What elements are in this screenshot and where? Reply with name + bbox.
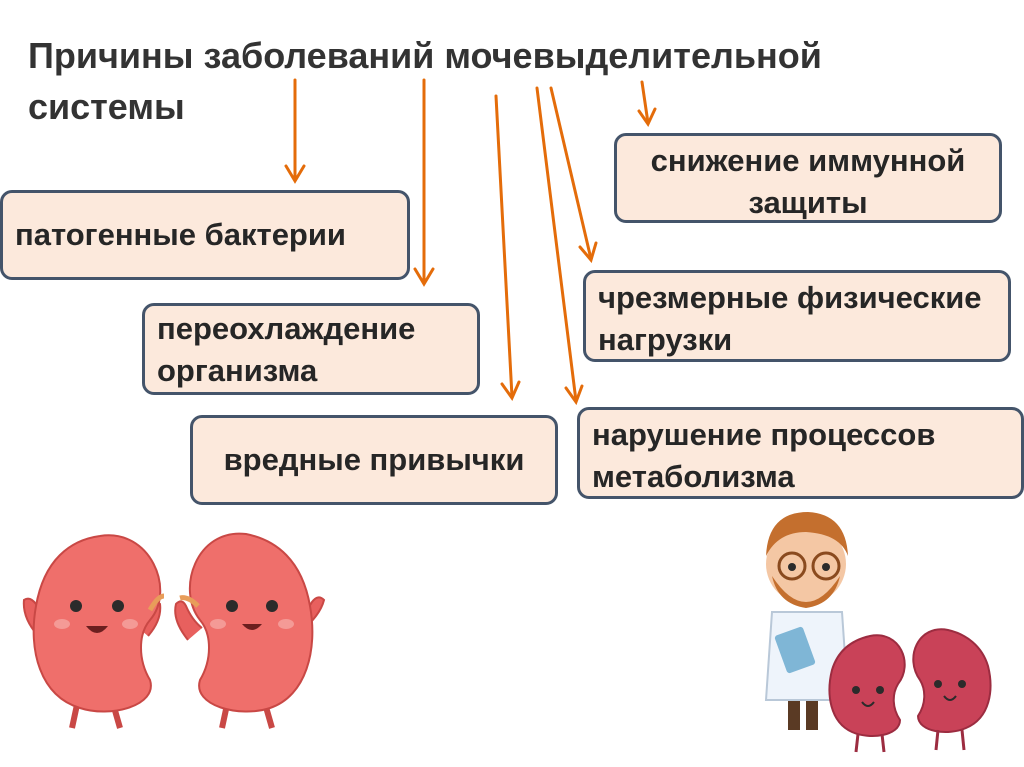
arrow-to-bacteria bbox=[284, 78, 306, 184]
cause-box-hypothermia: переохлаждение организма bbox=[142, 303, 480, 395]
cause-box-reduced-immunity: снижение иммунной защиты bbox=[614, 133, 1002, 223]
arrow-to-bad-habits bbox=[494, 94, 521, 402]
kidney-mascot-icon bbox=[912, 628, 992, 751]
cause-box-excessive-exercise: чрезмерные физические нагрузки bbox=[583, 270, 1011, 362]
arrow-to-hypothermia bbox=[413, 78, 435, 287]
cause-label: снижение иммунной защиты bbox=[650, 143, 966, 221]
cause-label: нарушение процессов метаболизма bbox=[592, 417, 936, 495]
arrow-to-immunity bbox=[637, 80, 657, 128]
cause-label: патогенные бактерии bbox=[15, 216, 346, 252]
arrow-to-metabolism bbox=[535, 86, 584, 406]
cause-box-metabolism-disorder: нарушение процессов метаболизма bbox=[577, 407, 1024, 499]
kidney-mascot-icon bbox=[828, 634, 906, 753]
cause-label: переохлаждение организма bbox=[157, 311, 416, 389]
kidney-mascot-icon bbox=[174, 532, 326, 729]
slide-title: Причины заболеваний мочевыделительной си… bbox=[28, 35, 822, 128]
cause-label: чрезмерные физические нагрузки bbox=[598, 280, 982, 358]
doctor-icon bbox=[764, 512, 850, 730]
kidney-mascot-icon bbox=[22, 534, 165, 729]
cause-label: вредные привычки bbox=[223, 441, 525, 477]
arrow-to-exercise bbox=[549, 86, 598, 264]
cause-box-pathogenic-bacteria: патогенные бактерии bbox=[0, 190, 410, 280]
cause-box-bad-habits: вредные привычки bbox=[190, 415, 558, 505]
